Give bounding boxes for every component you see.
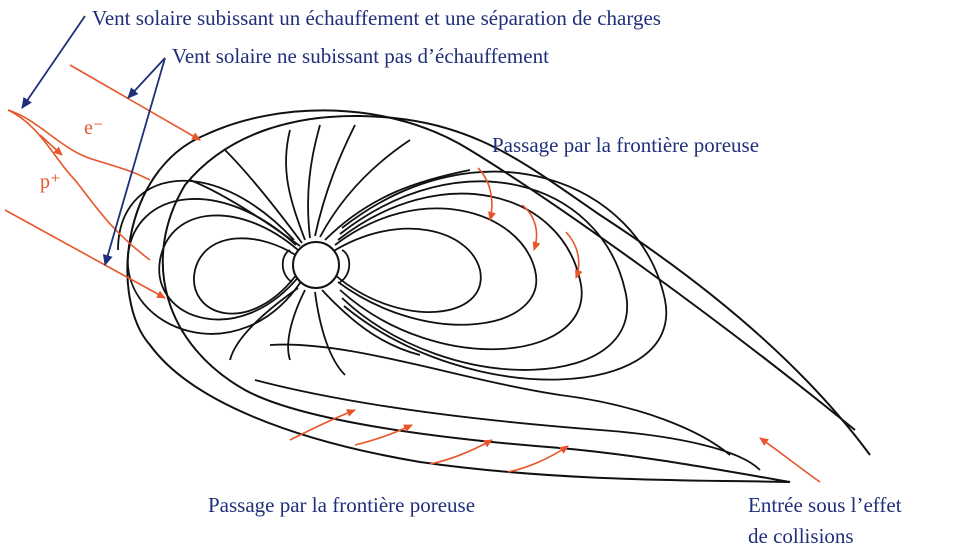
- earth: [293, 242, 339, 288]
- label-collisions-line2: de collisions: [748, 526, 854, 547]
- label-porous-bottom: Passage par la frontière poreuse: [208, 495, 475, 516]
- pointer-heated-wind: [22, 16, 85, 108]
- label-proton: p⁺: [40, 172, 61, 192]
- label-heated-wind: Vent solaire subissant un échauffement e…: [92, 8, 661, 29]
- earth-inner-left: [283, 250, 292, 282]
- label-porous-top: Passage par la frontière poreuse: [492, 135, 759, 156]
- pointer-unheated-b: [105, 58, 165, 265]
- magnetopause: [127, 110, 870, 482]
- proton-arrow-tip: [40, 135, 62, 155]
- magnetic-field-lines: [118, 125, 760, 470]
- label-unheated-wind: Vent solaire ne subissant pas d’échauffe…: [172, 46, 549, 67]
- electron-arrow: [8, 110, 150, 180]
- collision-arrow: [760, 438, 820, 482]
- label-collisions-line1: Entrée sous l’effet: [748, 495, 902, 516]
- earth-inner-right: [340, 250, 349, 282]
- label-electron: e⁻: [84, 118, 103, 138]
